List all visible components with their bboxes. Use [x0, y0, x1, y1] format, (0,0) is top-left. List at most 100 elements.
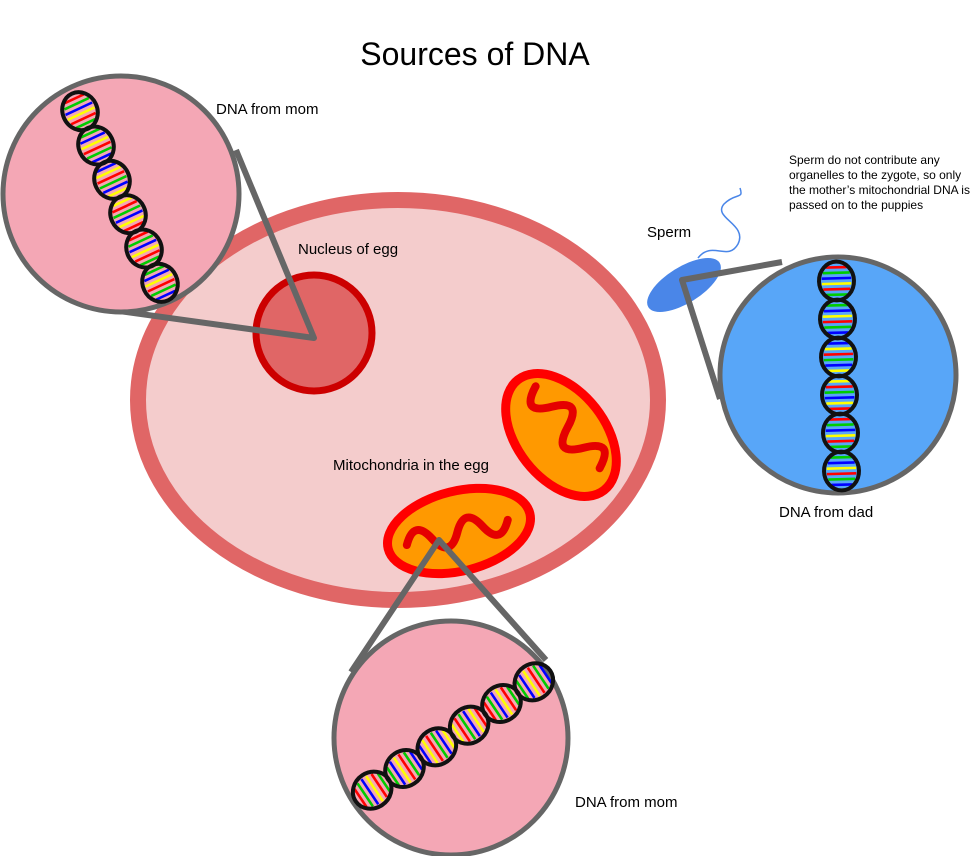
dna-rung — [824, 396, 855, 400]
sperm-note: Sperm do not contribute any organelles t… — [789, 153, 970, 212]
dna-rung — [145, 272, 173, 288]
dna-rung — [65, 101, 93, 117]
mom-mitochondrial-dna-zoom — [331, 618, 571, 856]
dna-rung — [123, 220, 144, 233]
dna-rung — [388, 761, 407, 786]
dna-rung — [827, 439, 855, 443]
dna-rung — [107, 186, 128, 198]
dna-rung — [134, 249, 161, 263]
mom-nucleus-dna-zoom — [0, 73, 242, 315]
dna-rung — [473, 707, 488, 728]
dna-rung — [532, 664, 550, 690]
dna-rung — [421, 739, 439, 764]
dna-segment — [512, 661, 556, 703]
dna-rung — [385, 766, 400, 786]
dna-rung — [80, 127, 101, 139]
dna-rung — [822, 320, 853, 324]
dna-rung — [97, 169, 125, 185]
dna-rung — [489, 691, 509, 719]
dna-segment — [822, 449, 861, 493]
dna-rung — [457, 713, 477, 740]
dna-rung — [823, 309, 851, 313]
dna-rung — [96, 161, 117, 174]
dna-rung — [827, 341, 849, 345]
dna-rung — [821, 276, 852, 280]
dna-rung — [402, 751, 421, 776]
dna-rung — [827, 331, 849, 335]
dna-backbone-loop — [140, 261, 180, 304]
dna-rung — [462, 710, 481, 737]
label-nucleus-of-egg: Nucleus of egg — [298, 241, 399, 258]
dna-rung — [70, 111, 97, 126]
dna-rung — [376, 772, 391, 793]
dna-rung — [825, 428, 856, 432]
dna-rung — [131, 243, 159, 259]
dna-rung — [67, 106, 95, 122]
dna-rung — [830, 455, 852, 459]
dna-rung — [81, 135, 109, 151]
dna-rung — [441, 729, 456, 749]
dna-rung — [450, 723, 465, 743]
dna-rung — [118, 214, 145, 229]
dna-rung — [91, 152, 112, 164]
dna-backbone-loop — [822, 449, 861, 493]
dna-rung — [826, 423, 854, 427]
dna-rung — [113, 204, 141, 220]
dna-rung — [79, 131, 106, 145]
dna-rung — [143, 268, 170, 283]
dna-rung — [829, 417, 851, 421]
dna-rung — [64, 93, 85, 105]
dna-rung — [115, 209, 143, 225]
dna-rung — [824, 325, 852, 329]
dna-rung — [494, 688, 514, 716]
dna-rung — [830, 445, 852, 449]
dna-rung — [429, 732, 449, 759]
dna-rung — [522, 670, 541, 697]
dna-rung — [397, 753, 417, 781]
dna-rung — [150, 283, 177, 298]
dna-rung — [467, 708, 485, 733]
dna-rung — [825, 385, 853, 389]
dna-rung — [356, 782, 374, 808]
dna-rung — [828, 369, 850, 373]
dna-rung — [95, 165, 122, 180]
dna-rung — [826, 293, 848, 297]
dna-rung — [825, 363, 853, 367]
dna-rung — [147, 277, 175, 293]
dna-rung — [828, 477, 856, 481]
dna-rung — [823, 352, 854, 356]
dna-rung — [827, 461, 855, 465]
dna-rung — [99, 174, 127, 190]
dna-rung — [828, 379, 850, 383]
zoom-connectors — [118, 148, 783, 674]
dna-rung — [538, 664, 553, 684]
label-dna-from-dad: DNA from dad — [779, 504, 874, 521]
dna-rung — [821, 282, 852, 286]
dna-rung — [826, 466, 857, 470]
dna-rung — [75, 117, 96, 130]
dna-rung — [144, 264, 165, 277]
dna-rung — [365, 775, 384, 802]
dna-rung — [499, 686, 518, 711]
dna-rung — [825, 434, 856, 438]
dna-rung — [823, 358, 854, 362]
dna-rung — [826, 472, 857, 476]
dna-segment — [480, 682, 523, 725]
dna-rung — [518, 674, 536, 699]
mitochondrion-upper — [501, 369, 621, 501]
dna-rung — [128, 230, 149, 242]
dna-helix-dad — [817, 259, 861, 493]
dna-rung — [824, 347, 852, 351]
diagram-title: Sources of DNA — [360, 36, 590, 72]
dna-rung — [418, 744, 433, 765]
label-dna-from-mom-top: DNA from mom — [216, 101, 319, 118]
dna-rung — [526, 667, 546, 694]
dna-rung — [825, 265, 847, 269]
dna-rung — [506, 686, 521, 706]
dna-rung — [409, 751, 424, 771]
dna-rung — [63, 96, 90, 111]
dna-rung — [826, 401, 854, 405]
dna-rung — [127, 234, 154, 248]
